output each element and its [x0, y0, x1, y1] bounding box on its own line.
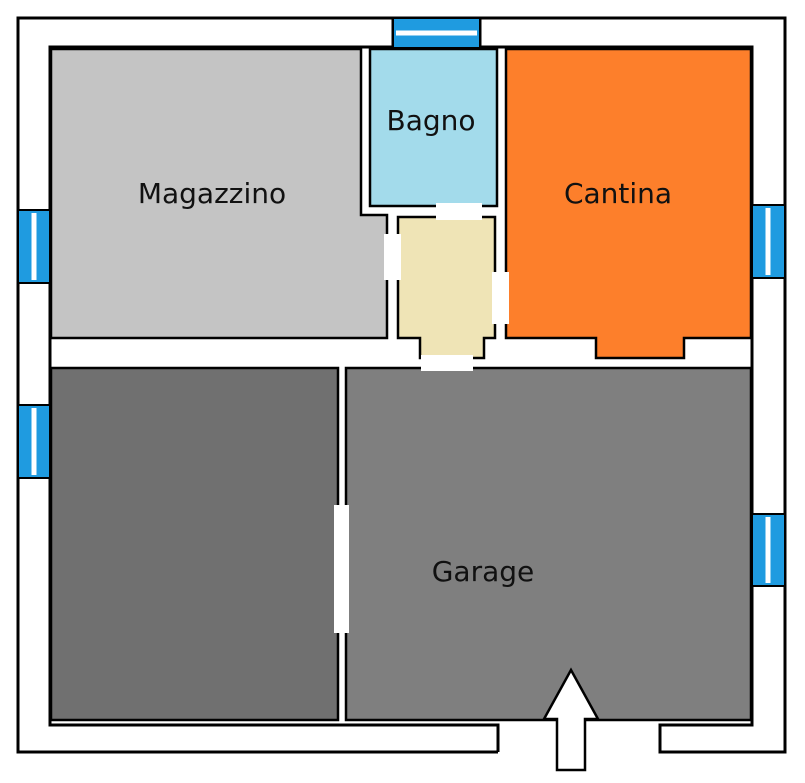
room-disimpegno — [396, 215, 497, 360]
window-left-lower — [17, 404, 51, 479]
window-top — [392, 17, 481, 49]
window-right-upper — [751, 204, 786, 279]
room-stanza-grigia — [49, 366, 340, 722]
window-right-lower — [751, 513, 786, 587]
window-left-upper — [17, 209, 51, 284]
label-garage: Garage — [432, 555, 535, 588]
room-garage — [344, 366, 753, 722]
door-cantina — [492, 272, 509, 324]
label-bagno: Bagno — [386, 104, 475, 137]
door-garage-disimpegno — [421, 355, 473, 371]
entrance-arrow-icon — [541, 667, 601, 772]
door-garage-stanza — [334, 505, 349, 633]
door-magazzino — [384, 234, 401, 280]
room-cantina — [504, 47, 753, 360]
label-magazzino: Magazzino — [138, 177, 286, 210]
door-bagno — [436, 203, 482, 220]
label-cantina: Cantina — [564, 177, 672, 210]
room-bagno — [368, 47, 499, 208]
room-magazzino — [49, 47, 389, 340]
